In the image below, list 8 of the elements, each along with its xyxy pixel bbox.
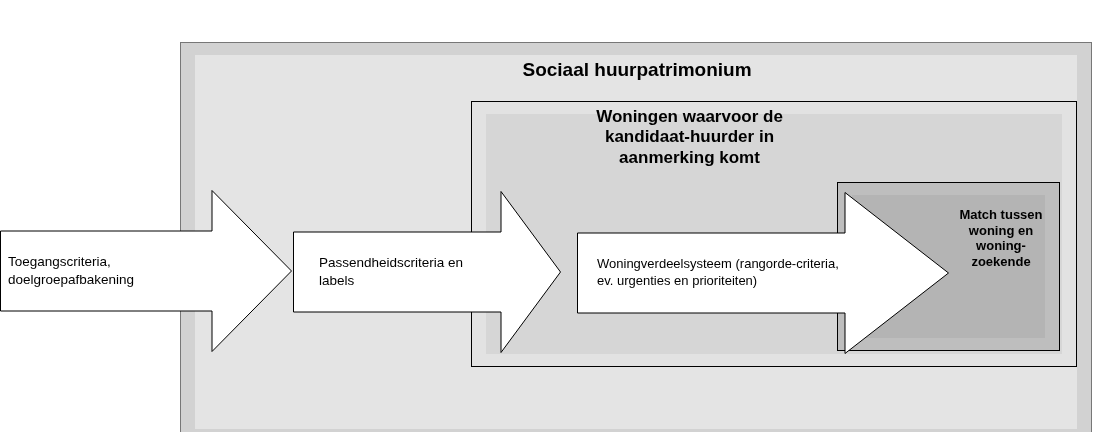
group-box — [471, 101, 1077, 367]
arrow-label: Passendheidscriteria en labels — [319, 254, 465, 290]
arrow-label: Woningverdeelsysteem (rangorde-criteria, ev. urgenties en prioriteiten) — [597, 256, 840, 290]
group-box — [180, 42, 1092, 432]
box-heading: Woningen waarvoor de kandidaat-huurder in aanmerking komt — [595, 107, 784, 169]
box-heading: Sociaal huurpatrimonium — [521, 59, 753, 82]
arrow-label: Toegangscriteria, doelgroepafbakening — [8, 253, 136, 289]
box-heading: Match tussen woning en woning-zoekende — [958, 207, 1044, 270]
